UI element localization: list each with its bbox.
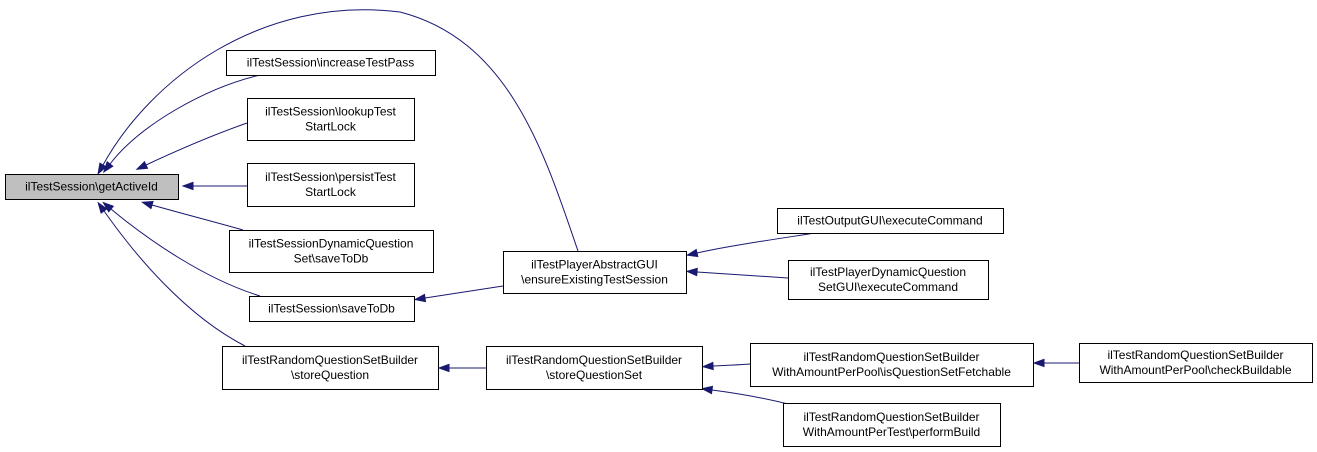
node-label-line: Set\saveToDb: [294, 252, 369, 266]
edge-outputExecute-to-ensureExisting: [685, 232, 816, 258]
node-label-line: ilTestRandomQuestionSetBuilder: [803, 410, 979, 424]
nodes-layer: ilTestSession\getActiveId ilTestSession\i…: [5, 50, 1313, 447]
node-label-line: ilTestRandomQuestionSetBuilder: [242, 353, 418, 367]
edge-line: [103, 210, 246, 347]
edge-line: [712, 363, 751, 367]
edge-storeQuestion-to-getActiveId: [97, 201, 246, 347]
node-label-line: ilTestOutputGUI\executeCommand: [797, 214, 982, 228]
node-ensureExisting[interactable]: ilTestPlayerAbstractGUI\ensureExistingTe…: [503, 251, 687, 294]
node-box: [247, 98, 415, 141]
node-label-line: \storeQuestionSet: [546, 368, 643, 382]
edges-layer: [97, 9, 1079, 406]
node-box: [5, 174, 179, 200]
node-label-line: WithAmountPerTest\performBuild: [803, 425, 980, 439]
node-label-line: ilTestSession\persistTest: [265, 170, 396, 184]
node-box: [788, 260, 989, 300]
edge-storeQuestionSet-to-storeQuestion: [437, 363, 486, 373]
arrowhead: [1032, 358, 1045, 368]
edge-line: [696, 232, 816, 254]
node-box: [229, 230, 434, 273]
edge-line: [711, 389, 793, 406]
edge-isFetchable-to-storeQuestionSet: [701, 361, 751, 371]
node-label-line: WithAmountPerPool\isQuestionSetFetchable: [772, 365, 1011, 379]
node-label-line: StartLock: [305, 185, 357, 199]
node-label-line: ilTestSession\saveToDb: [268, 302, 395, 316]
node-box: [226, 50, 436, 76]
node-label-line: StartLock: [305, 120, 357, 134]
node-label-line: ilTestSessionDynamicQuestion: [249, 237, 414, 251]
node-storeQuestion[interactable]: ilTestRandomQuestionSetBuilder\storeQues…: [222, 346, 439, 390]
edge-line: [151, 204, 244, 231]
edge-ensureExisting-to-getActiveId: [97, 9, 579, 252]
arrowhead: [701, 361, 714, 371]
arrowhead: [181, 181, 194, 191]
edge-line: [110, 208, 261, 297]
node-box: [783, 403, 1001, 447]
node-increaseTestPass[interactable]: ilTestSession\increaseTestPass: [226, 50, 436, 76]
node-label-line: ilTestRandomQuestionSetBuilder: [1107, 348, 1283, 362]
node-box: [222, 346, 439, 390]
node-box: [750, 343, 1034, 387]
arrowhead: [97, 162, 107, 175]
edge-dynSaveToDb-to-getActiveId: [140, 200, 244, 231]
edge-checkBuildable-to-isFetchable: [1032, 358, 1079, 368]
arrowhead: [102, 201, 115, 213]
edge-persistTestStartLock-to-getActiveId: [181, 181, 247, 191]
edge-increaseTestPass-to-getActiveId: [102, 74, 261, 174]
node-isFetchable[interactable]: ilTestRandomQuestionSetBuilderWithAmount…: [750, 343, 1034, 387]
node-getActiveId[interactable]: ilTestSession\getActiveId: [5, 174, 179, 200]
node-label-line: ilTestRandomQuestionSetBuilder: [506, 353, 682, 367]
edge-ensureExisting-to-saveToDb: [413, 285, 504, 303]
node-storeQuestionSet[interactable]: ilTestRandomQuestionSetBuilder\storeQues…: [486, 346, 703, 390]
arrowhead: [97, 201, 108, 214]
edge-lookupTestStartLock-to-getActiveId: [135, 122, 248, 170]
node-label-line: ilTestSession\lookupTest: [265, 105, 396, 119]
node-label-line: SetGUI\executeCommand: [818, 280, 958, 294]
node-outputExecute[interactable]: ilTestOutputGUI\executeCommand: [777, 208, 1004, 234]
node-box: [777, 208, 1004, 234]
node-label-line: ilTestPlayerDynamicQuestion: [810, 265, 966, 279]
arrowhead: [140, 200, 154, 210]
node-label-line: ilTestSession\getActiveId: [25, 180, 158, 194]
edge-line: [424, 285, 504, 299]
arrowhead: [135, 160, 149, 170]
edge-line: [145, 122, 248, 166]
arrowhead: [685, 267, 698, 277]
arrowhead: [700, 385, 714, 395]
node-saveToDb[interactable]: ilTestSession\saveToDb: [249, 296, 415, 322]
node-label-line: \storeQuestion: [291, 368, 369, 382]
node-box: [503, 251, 687, 294]
arrowhead: [685, 248, 699, 258]
node-box: [247, 163, 415, 207]
edge-line: [102, 9, 579, 252]
node-checkBuildable[interactable]: ilTestRandomQuestionSetBuilderWithAmount…: [1079, 343, 1313, 383]
node-label-line: ilTestRandomQuestionSetBuilder: [803, 350, 979, 364]
node-label-line: WithAmountPerPool\checkBuildable: [1099, 363, 1291, 377]
edge-dynExecute-to-ensureExisting: [685, 267, 789, 279]
edge-line: [109, 74, 261, 165]
arrowhead: [437, 363, 450, 373]
node-dynExecute[interactable]: ilTestPlayerDynamicQuestionSetGUI\execut…: [788, 260, 989, 300]
node-box: [249, 296, 415, 322]
node-label-line: \ensureExistingTestSession: [521, 273, 668, 287]
node-box: [486, 346, 703, 390]
arrowhead: [413, 293, 427, 303]
node-label-line: ilTestSession\increaseTestPass: [247, 56, 414, 70]
node-label-line: ilTestPlayerAbstractGUI: [531, 258, 658, 272]
edge-performBuild-to-storeQuestionSet: [700, 385, 793, 406]
edge-saveToDb-to-getActiveId: [102, 201, 261, 297]
edge-line: [696, 271, 789, 279]
node-performBuild[interactable]: ilTestRandomQuestionSetBuilderWithAmount…: [783, 403, 1001, 447]
node-box: [1079, 343, 1313, 383]
